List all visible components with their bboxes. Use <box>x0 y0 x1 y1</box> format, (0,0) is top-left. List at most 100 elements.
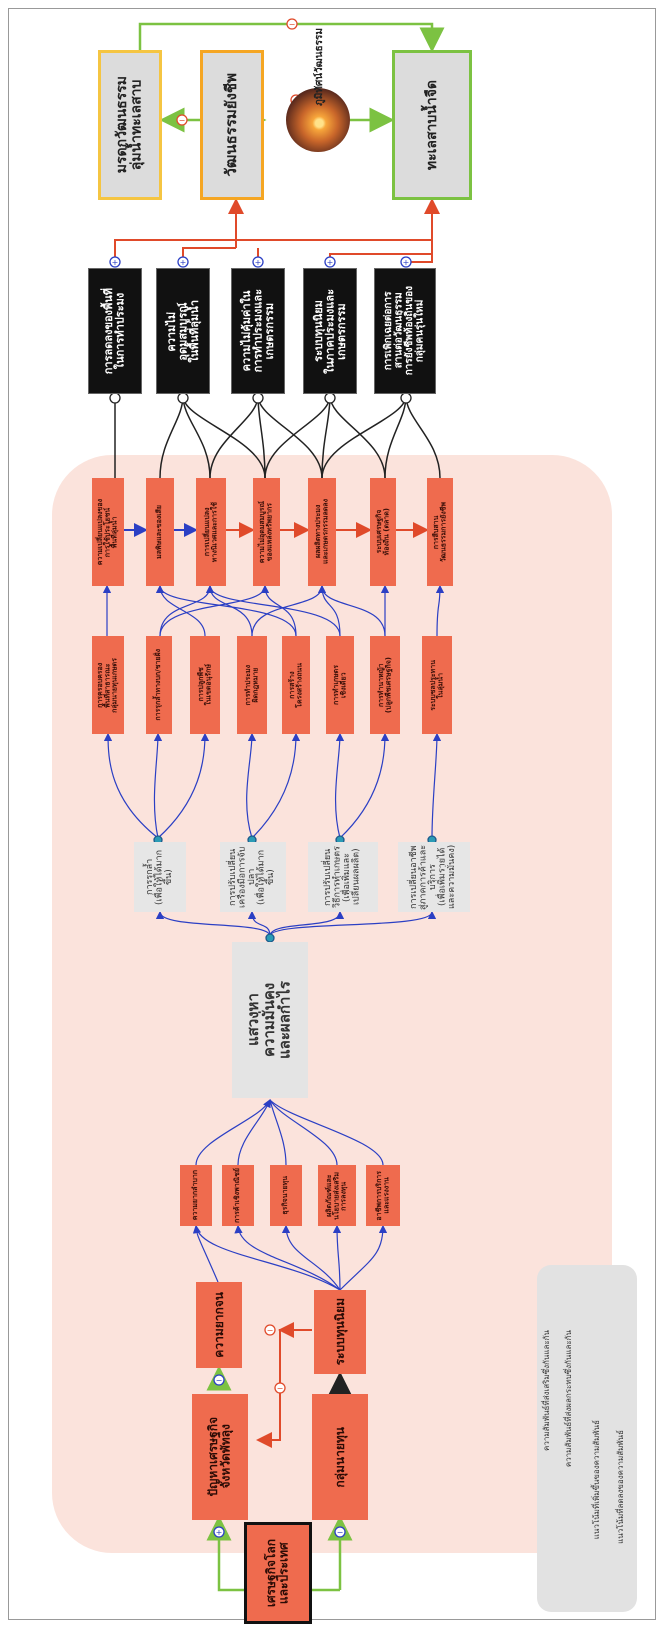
strategy-node-4: การเปลี่ยนอาชีพ สู่ภาคการค้าและบริการ (เ… <box>398 842 470 912</box>
crisis-node: ปัญหาเศรษฐกิจ จังหวัดพัทลุง <box>192 1394 248 1520</box>
strategy-to-activity-links <box>103 732 442 839</box>
top-green-links <box>138 22 445 133</box>
living-culture-node: วัฒนธรรมยังชีพ <box>200 50 264 200</box>
activity-label: การรุกล้ำทางบก/ชายฝั่ง <box>154 649 163 721</box>
chain-node-4: ความไม่อุดมสมบูรณ์ ของแหล่งทรัพยากร <box>253 478 280 586</box>
impact-label: ความไม่คุ้มค่าใน การทำประมงและ เกษตรกรรม <box>239 289 276 373</box>
legend-item-3: แนวโน้มที่เพิ่มขึ้นของความสัมพันธ์ <box>590 1420 603 1541</box>
activity-label: การปลูกพืช ในเขตอนุรักษ์ <box>196 664 212 706</box>
legend-item-2: ความสัมพันธ์ที่ส่งผลกระทบซึ่งกันและกัน <box>562 1330 575 1469</box>
center-to-strategy-links <box>155 910 437 937</box>
global-economy-label: เศรษฐกิจโลก และประเทศ <box>264 1538 291 1608</box>
activity-label: การทำเกษตร เชิงเดี่ยว <box>331 664 347 706</box>
svg-text:−: − <box>179 116 186 125</box>
activity-node-1: การครอบครอง พื้นที่สาธารณะ กลุ่มนายทุนเก… <box>92 636 124 734</box>
heritage-label: มรดกวัฒนธรรม ลุ่มน้ำทะเลสาบ <box>114 76 145 174</box>
photo-title-wrap: ภูมิทัศน์วัฒนธรรม <box>312 28 327 106</box>
chain-node-6: ระบบเศรษฐกิจ ท้องถิ่น (ตลาด) <box>370 478 396 586</box>
svg-text:−: − <box>289 20 296 29</box>
activity-to-chain-links <box>102 584 445 637</box>
svg-text:−: − <box>216 1376 223 1385</box>
chain-label: ผลผลิตทางประมง และเกษตรกรรมลดลง <box>313 499 329 565</box>
svg-text:+: + <box>255 258 262 267</box>
strategy-node-2: การปรับเปลี่ยน เครื่องมือการจับปลา (เพื่… <box>220 842 286 912</box>
impact-label: การลดลงของพื้นที่ ในการทำประมง <box>102 287 127 375</box>
chain-label: ระบบเศรษฐกิจ ท้องถิ่น (ตลาด) <box>374 508 390 556</box>
crisis-label: ปัญหาเศรษฐกิจ จังหวัดพัทลุง <box>206 1417 233 1497</box>
lagoon-label: ทะเลสาบน้ำจืด <box>423 79 440 171</box>
driver-links <box>192 1098 388 1291</box>
living-culture-label: วัฒนธรรมยังชีพ <box>222 73 241 177</box>
chain-node-3: การเปลี่ยนแปลง ทางนิเวศและการใช้ <box>196 478 226 586</box>
photo-title: ภูมิทัศน์วัฒนธรรม <box>314 28 325 106</box>
investors-node: กลุ่มนายทุน <box>312 1394 368 1520</box>
chain-node-5: ผลผลิตทางประมง และเกษตรกรรมลดลง <box>308 478 336 586</box>
activity-node-8: ระบบชลประทาน ในลุ่มน้ำ <box>422 636 452 734</box>
legend-item-1: ความสัมพันธ์ที่ส่งเสริมซึ่งกันและกัน <box>540 1330 553 1453</box>
activity-node-7: การทำนาหญ้า (ปลูกพืชเศรษฐกิจ) <box>370 636 400 734</box>
impact-node-1: การลดลงของพื้นที่ ในการทำประมง <box>88 268 142 394</box>
driver-label: ธุรกิจนายทุน <box>281 1176 290 1215</box>
strategy-label: การรุกล้ำ (เพื่อให้ได้มากขึ้น) <box>144 849 174 905</box>
impact-node-3: ความไม่คุ้มค่าใน การทำประมงและ เกษตรกรรม <box>231 268 285 394</box>
impact-label: การเพิกเฉยต่อการ สานต่อวัฒนธรรม การยังชี… <box>383 286 426 376</box>
driver-node-4: ผลิตภัณฑ์และ นโยบายส่งเสริม การลงทุน <box>318 1165 356 1226</box>
impact-node-2: ความไม่ อุดมสมบูรณ์ ในพื้นที่ลุ่มน้ำ <box>156 268 210 394</box>
legend <box>537 1265 637 1612</box>
capitalism-label: ระบบทุนนิยม <box>332 1298 347 1366</box>
driver-label: ความยากลำบาก <box>191 1170 200 1221</box>
legend-label: แนวโน้มที่เพิ่มขึ้นของความสัมพันธ์ <box>592 1420 601 1540</box>
investors-label: กลุ่มนายทุน <box>332 1426 347 1488</box>
poverty-node: ความยากจน <box>196 1282 242 1368</box>
driver-label: ผลิตภัณฑ์และ นโยบายส่งเสริม การลงทุน <box>324 1171 348 1220</box>
lagoon-node: ทะเลสาบน้ำจืด <box>392 50 472 200</box>
svg-text:+: + <box>216 1528 223 1537</box>
activity-label: การสร้าง โครงสร้างถนน <box>287 662 303 708</box>
activity-label: ระบบชลประทาน ในลุ่มน้ำ <box>428 659 444 711</box>
impact-node-5: การเพิกเฉยต่อการ สานต่อวัฒนธรรม การยังชี… <box>374 268 436 394</box>
chain-node-2: มลพิษและของเสีย <box>146 478 174 586</box>
chain-label: มลพิษและของเสีย <box>155 505 164 559</box>
driver-node-2: การค้าเชิงพาณิชย์ <box>222 1165 254 1226</box>
global-economy-node: เศรษฐกิจโลก และประเทศ <box>244 1522 312 1624</box>
legend-label: แนวโน้มที่ลดลงของความสัมพันธ์ <box>616 1430 625 1544</box>
strategy-label: การปรับเปลี่ยน วิธีการทำเกษตร (เพื่อเพิ่… <box>323 845 362 908</box>
strategy-node-1: การรุกล้ำ (เพื่อให้ได้มากขึ้น) <box>134 842 186 912</box>
diagram-frame <box>8 8 656 1620</box>
capitalism-red-links <box>256 1322 312 1448</box>
driver-node-3: ธุรกิจนายทุน <box>270 1165 302 1226</box>
driver-label: การค้าเชิงพาณิชย์ <box>233 1168 242 1223</box>
driver-node-5: อาชีพการบริการ และแรงงาน <box>366 1165 400 1226</box>
chain-label: ความไม่อุดมสมบูรณ์ ของแหล่งทรัพยากร <box>258 500 274 564</box>
impact-label: ความไม่ อุดมสมบูรณ์ ในพื้นที่ลุ่มน้ำ <box>164 299 201 363</box>
activity-node-4: การทำประมง ผิดกฎหมาย <box>237 636 267 734</box>
svg-text:−: − <box>267 1326 274 1335</box>
poverty-label: ความยากจน <box>211 1292 226 1358</box>
chain-label: ความเปลี่ยนแปลงของ การใช้ประโยชน์ พื้นที… <box>95 498 119 566</box>
activity-node-6: การทำเกษตร เชิงเดี่ยว <box>326 636 354 734</box>
activity-node-3: การปลูกพืช ในเขตอนุรักษ์ <box>190 636 220 734</box>
impact-node-4: ระบบทุนนิยม ในภาคประมงและ เกษตรกรรม <box>303 268 357 394</box>
svg-text:−: − <box>337 1528 344 1537</box>
activity-label: การทำประมง ผิดกฎหมาย <box>243 664 259 706</box>
polarity-markers: − − − + + + + + − − − + − <box>109 18 437 1538</box>
chain-node-7: การสืบสาน วัฒนธรรมการยังชีพ <box>427 478 453 586</box>
cultural-landscape-photo <box>286 88 350 152</box>
legend-label: ความสัมพันธ์ที่ส่งผลกระทบซึ่งกันและกัน <box>564 1330 573 1468</box>
svg-text:+: + <box>112 258 119 267</box>
activity-label: การทำนาหญ้า (ปลูกพืชเศรษฐกิจ) <box>376 656 392 714</box>
heritage-node: มรดกวัฒนธรรม ลุ่มน้ำทะเลสาบ <box>98 50 162 200</box>
chain-node-1: ความเปลี่ยนแปลงของ การใช้ประโยชน์ พื้นที… <box>92 478 124 586</box>
activity-label: การครอบครอง พื้นที่สาธารณะ กลุ่มนายทุนเก… <box>95 657 119 713</box>
chain-to-impact-links <box>114 395 441 479</box>
svg-text:−: − <box>277 1384 284 1393</box>
driver-label: อาชีพการบริการ และแรงงาน <box>374 1170 390 1221</box>
center-node: แสวงหา ความมั่นคง และผลกำไร <box>232 942 308 1098</box>
impact-label: ระบบทุนนิยม ในภาคประมงและ เกษตรกรรม <box>311 288 348 374</box>
legend-label: ความสัมพันธ์ที่ส่งเสริมซึ่งกันและกัน <box>542 1330 551 1451</box>
impact-red-links <box>114 198 440 263</box>
driver-node-1: ความยากลำบาก <box>180 1165 212 1226</box>
svg-text:+: + <box>180 258 187 267</box>
chain-label: การสืบสาน วัฒนธรรมการยังชีพ <box>431 501 447 563</box>
strategy-label: การปรับเปลี่ยน เครื่องมือการจับปลา (เพื่… <box>228 846 277 908</box>
